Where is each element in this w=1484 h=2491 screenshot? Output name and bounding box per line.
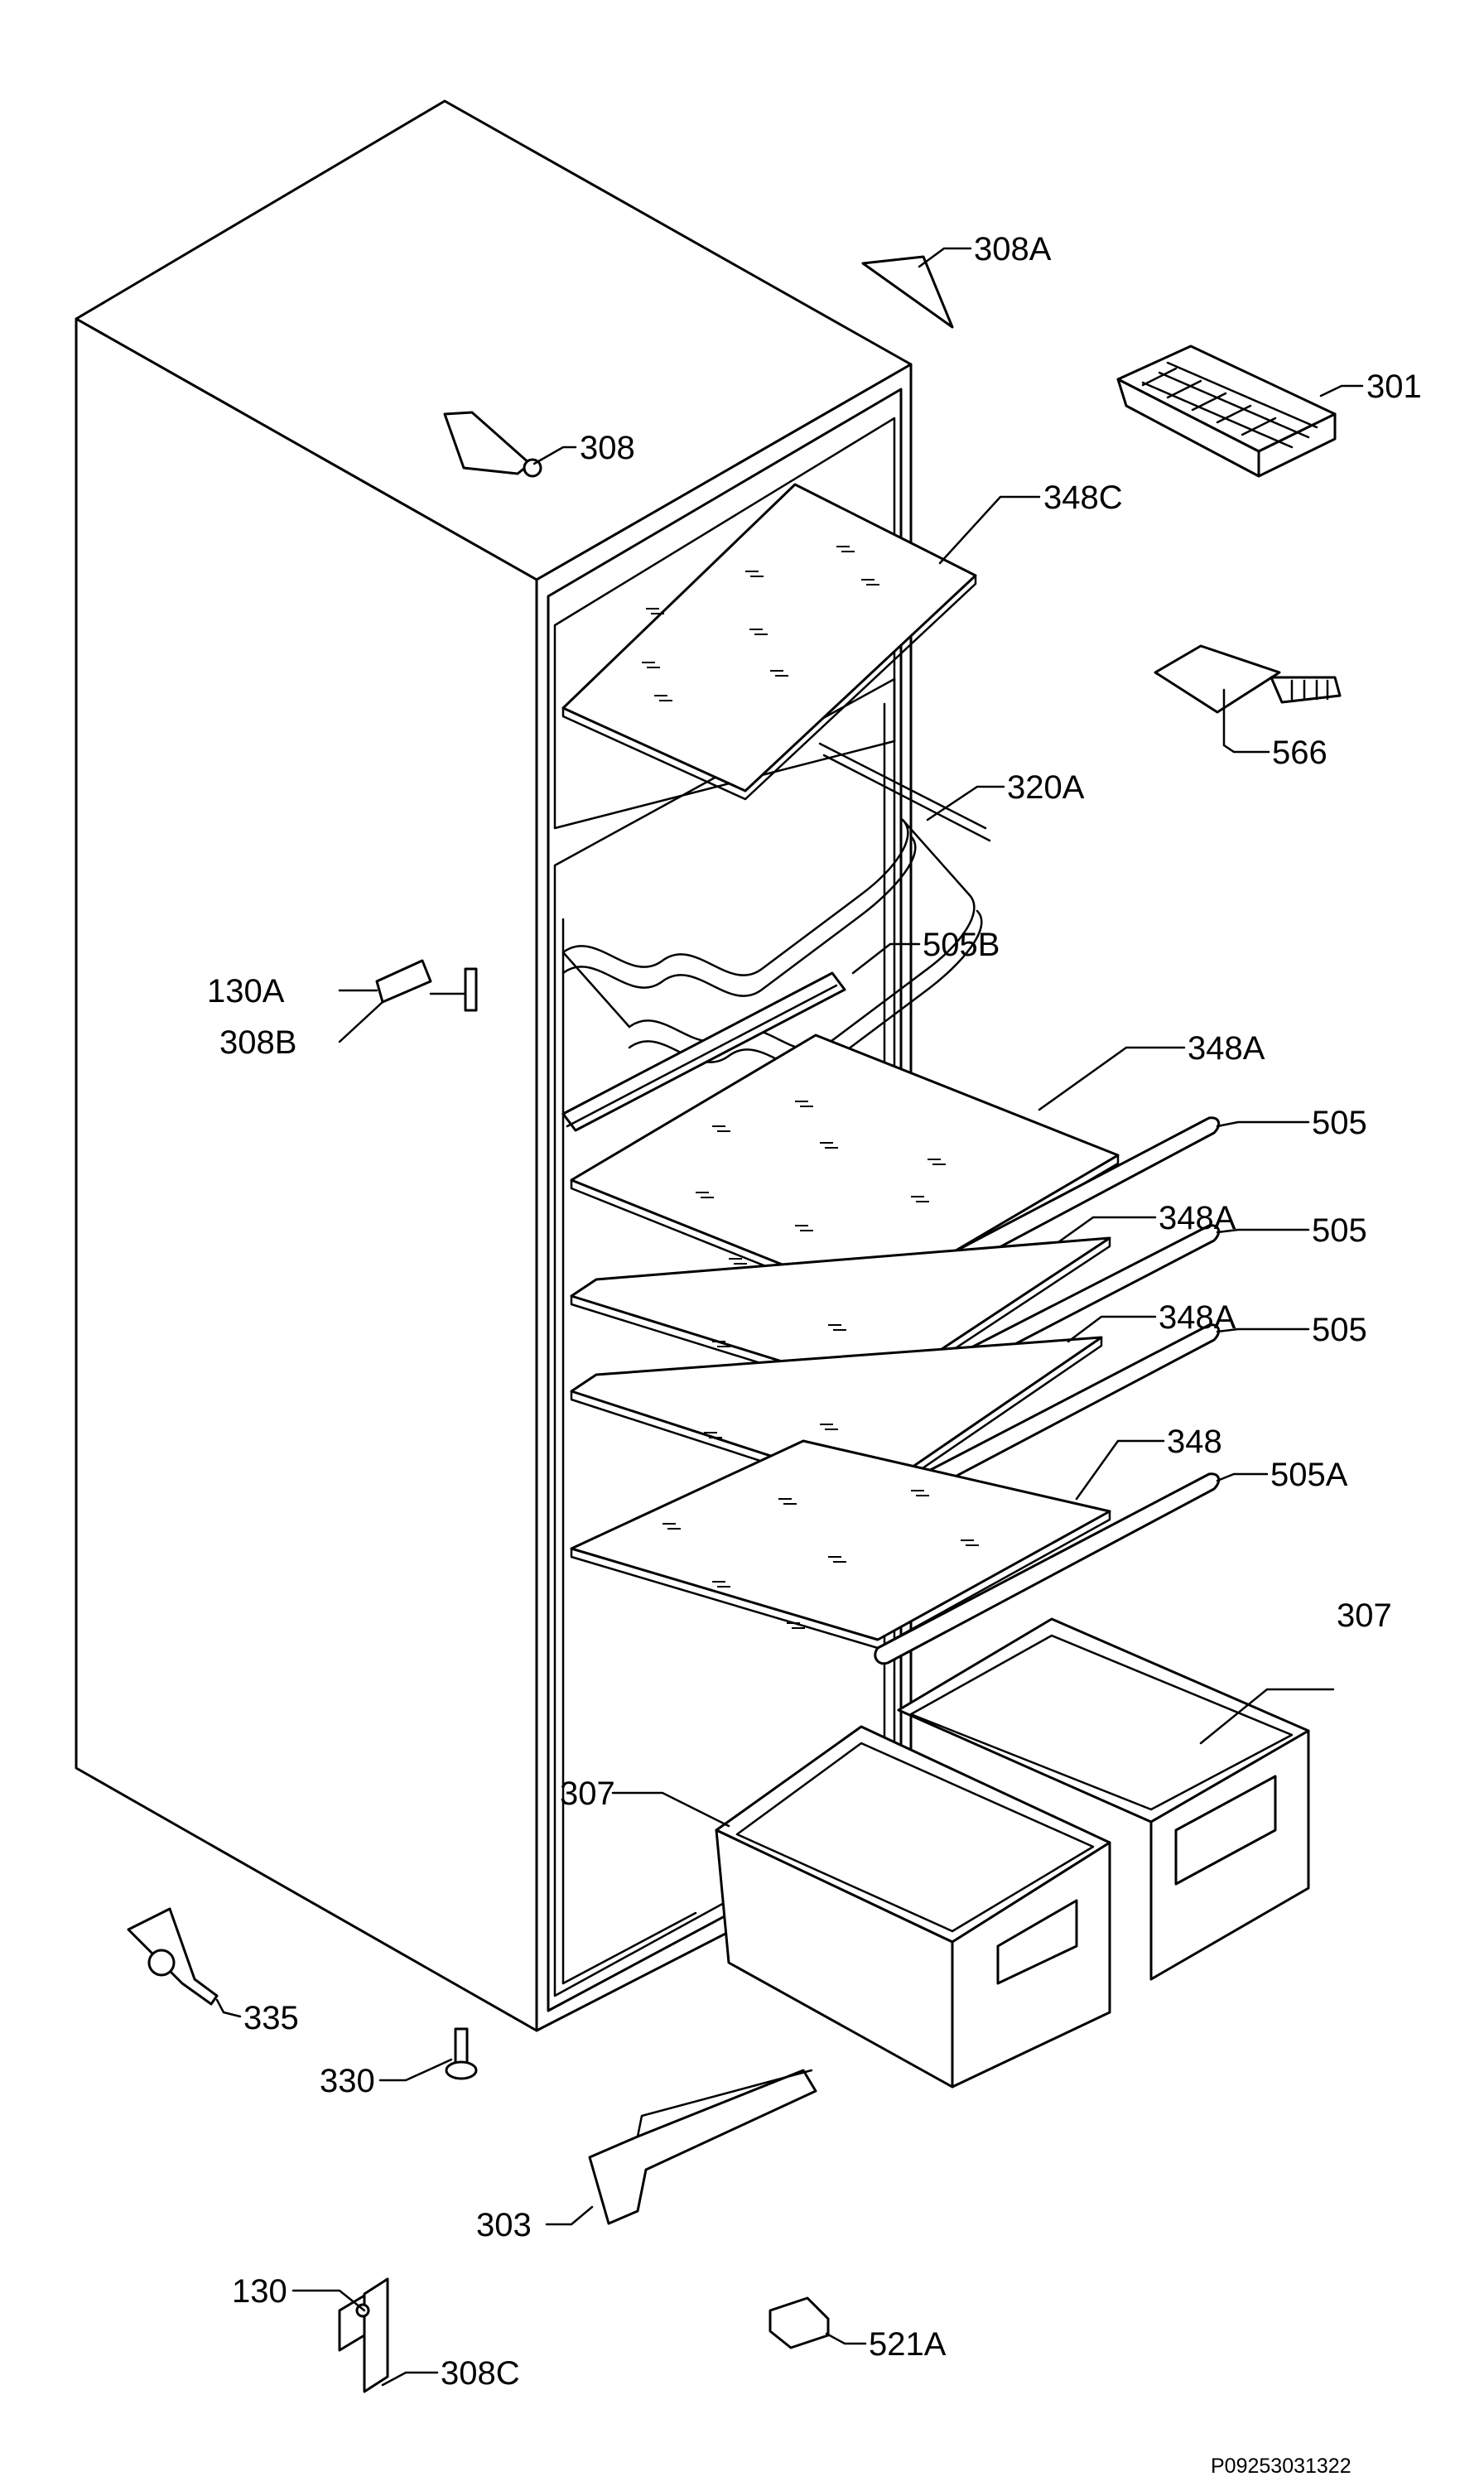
label-308b: 308B [219, 1024, 296, 1061]
label-505-2: 505 [1312, 1212, 1367, 1249]
label-130: 130 [232, 2273, 287, 2310]
label-521a: 521A [869, 2326, 947, 2363]
inner-floor-line [561, 1911, 697, 1985]
label-330: 330 [320, 2063, 375, 2099]
drawer-inner [909, 1634, 1294, 1811]
hinge-130-308c [338, 2277, 389, 2393]
label-505a: 505A [1270, 1457, 1348, 1493]
label-130a: 130A [207, 973, 285, 1009]
label-505-3: 505 [1312, 1312, 1367, 1348]
foot-bracket-335 [127, 1907, 219, 2006]
glass-marks [712, 1324, 846, 1372]
label-348a-2: 348A [1159, 1200, 1236, 1236]
cabinet-side [75, 317, 538, 2032]
shelf-profile-505a [874, 1472, 1221, 1665]
bracket-521a [768, 2296, 830, 2349]
part-labels: 308A 301 308 348C 566 320A 505B 130A 308… [207, 231, 1422, 2478]
label-566: 566 [1272, 735, 1327, 771]
bracket-roller [147, 1949, 176, 1977]
label-348a-1: 348A [1188, 1030, 1265, 1067]
glass-marks [662, 1490, 979, 1629]
bracket-pin [523, 458, 542, 478]
rack-wire [561, 835, 917, 997]
scraper-grip [1290, 679, 1329, 701]
rack-wire [561, 818, 909, 976]
glass-marks [642, 546, 879, 701]
diagram-code: P09253031322 [1211, 2455, 1352, 2478]
label-505b: 505B [923, 927, 1000, 963]
drawer-handle [996, 1899, 1078, 1985]
label-348c: 348C [1043, 479, 1123, 516]
bracket-body [768, 2296, 830, 2349]
bracket-plate [861, 255, 954, 329]
adjustable-foot-330 [445, 2027, 478, 2080]
rack-wire [561, 818, 971, 1029]
label-307-right: 307 [1337, 1597, 1392, 1634]
hinge-130a-308b [375, 959, 478, 1012]
tray-end [1257, 412, 1337, 478]
glass-marks [696, 1101, 946, 1265]
hinge-plate [363, 2277, 389, 2393]
freezer-shelf-348c [561, 483, 977, 801]
label-308a: 308A [974, 231, 1052, 267]
label-307-left: 307 [560, 1776, 615, 1812]
ice-scraper-566 [1154, 644, 1342, 714]
hinge-bracket-308a [861, 255, 954, 329]
crisper-drawer-307-left [715, 1725, 1111, 2089]
foot-base [445, 2060, 478, 2080]
leader-lines [215, 247, 1364, 2387]
tray-cells [1141, 361, 1318, 449]
profile-body [874, 1472, 1221, 1665]
rack-wire [818, 742, 991, 842]
label-303: 303 [476, 2207, 532, 2243]
label-335: 335 [243, 2000, 299, 2036]
hinge-plate [375, 959, 432, 1004]
guide-rail-groove [566, 984, 838, 1128]
glass-shelf-348a-1 [570, 1034, 1120, 1310]
cover-rail [636, 2069, 813, 2138]
label-320a: 320A [1007, 769, 1085, 806]
ice-cube-tray-301 [1116, 344, 1337, 478]
label-308c: 308C [441, 2355, 520, 2392]
shelf-edge [561, 574, 977, 801]
base-cover-303 [588, 2069, 817, 2225]
cover-body [588, 2069, 817, 2225]
label-348a-3: 348A [1159, 1299, 1236, 1336]
label-505-1: 505 [1312, 1105, 1367, 1141]
crisper-drawer-307-right [897, 1617, 1310, 1981]
shelf-guide-505b [561, 971, 846, 1132]
scraper-handle [1270, 676, 1342, 704]
label-308: 308 [580, 430, 635, 466]
scraper-blade [1154, 644, 1281, 714]
drawer-inner [735, 1742, 1095, 1933]
label-301: 301 [1366, 369, 1422, 405]
drawer-handle [1174, 1775, 1277, 1886]
hinge-pin [464, 967, 478, 1012]
glass-marks [704, 1424, 838, 1472]
hinge-bracket-308 [443, 411, 542, 478]
label-348: 348 [1167, 1424, 1222, 1460]
